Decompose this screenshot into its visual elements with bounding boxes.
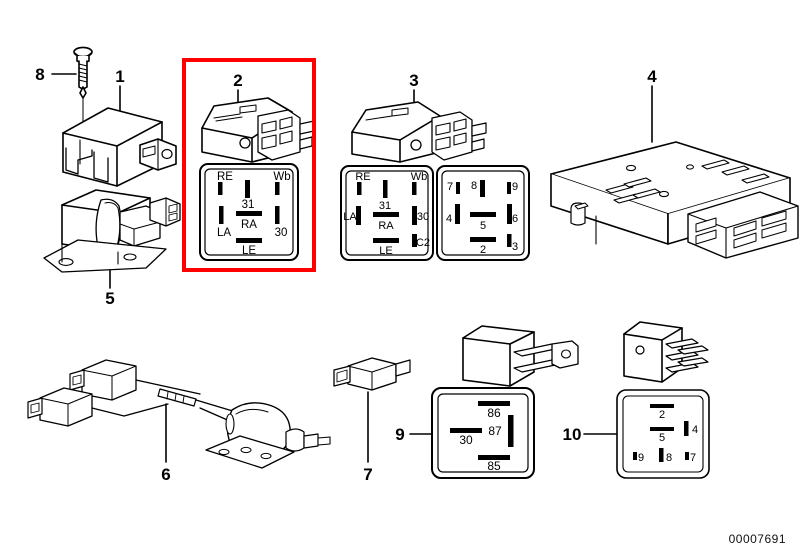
part-9-pin-diagram xyxy=(431,387,535,479)
callout-1: 1 xyxy=(115,67,124,86)
pin-label: 86 xyxy=(487,406,501,420)
part-5-bracket-relay xyxy=(43,189,181,289)
pin-label: RE xyxy=(355,171,370,183)
callout-6: 6 xyxy=(161,465,170,484)
pin-label: 30 xyxy=(417,211,429,223)
pin-label: 3 xyxy=(512,241,518,253)
pin-label: 31 xyxy=(379,200,391,212)
pin-label: RA xyxy=(241,219,257,231)
callout-3: 3 xyxy=(409,71,418,90)
part-7-connector xyxy=(333,357,411,463)
pin-label: 2 xyxy=(659,409,665,421)
pin-label: RE xyxy=(217,171,233,183)
part-3-relay xyxy=(351,89,487,163)
callout-10: 10 xyxy=(563,425,582,444)
pin-label: 31 xyxy=(242,199,255,211)
pin-label: 8 xyxy=(666,452,672,464)
pin-label: LA xyxy=(217,227,231,239)
pin-label: 7 xyxy=(690,452,696,464)
pin-label: 4 xyxy=(446,213,452,225)
pin-label: Wb xyxy=(273,171,290,183)
diagram-part-number: 00007691 xyxy=(728,532,786,546)
pin-label: 85 xyxy=(487,459,501,473)
callout-8: 8 xyxy=(35,65,44,84)
part-2-pin-diagram xyxy=(199,163,299,261)
pin-label: 87 xyxy=(488,424,502,438)
part-2-pin-labels: RE 31 Wb LA RA 30 LE xyxy=(217,171,291,257)
pin-label: 6 xyxy=(512,213,518,225)
pin-label: RA xyxy=(378,220,394,232)
part-10-pin-labels: 2 5 4 9 8 7 xyxy=(638,409,698,464)
part-10-pin-diagram xyxy=(616,389,710,479)
part-9-pin-labels: 86 30 87 85 xyxy=(459,406,502,473)
pin-label: LA xyxy=(343,211,357,223)
callout-7: 7 xyxy=(363,465,372,484)
part-10-relay-body xyxy=(583,321,709,435)
pin-label: 9 xyxy=(638,452,644,464)
callout-2: 2 xyxy=(233,71,242,90)
part-3-left-pin-labels: RE 31 Wb LA RA 30 LE C2 xyxy=(343,171,430,257)
pin-label: Wb xyxy=(411,171,428,183)
pin-label: LE xyxy=(379,245,392,257)
part-1-control-module xyxy=(62,85,177,187)
part-3-pin-diagram-right xyxy=(436,165,530,261)
part-3-pin-diagram-left xyxy=(340,165,434,261)
pin-label: C2 xyxy=(416,237,430,249)
pin-label: 30 xyxy=(459,433,473,447)
part-9-relay-body xyxy=(409,325,579,435)
pin-label: 5 xyxy=(659,432,665,444)
pin-label: 2 xyxy=(480,244,486,256)
pin-label: LE xyxy=(242,245,256,257)
part-6-wiring-harness xyxy=(27,359,331,469)
callout-5: 5 xyxy=(105,289,114,308)
part-3-right-pin-labels: 7 8 9 4 5 6 2 3 xyxy=(446,180,518,256)
pin-label: 8 xyxy=(471,180,477,192)
pin-label: 4 xyxy=(692,424,698,436)
pin-label: 9 xyxy=(512,181,518,193)
pin-label: 5 xyxy=(480,220,486,232)
callout-9: 9 xyxy=(395,425,404,444)
pin-label: 30 xyxy=(275,227,288,239)
callout-4: 4 xyxy=(647,67,657,86)
part-2-relay xyxy=(201,89,315,163)
pin-label: 7 xyxy=(447,181,453,193)
part-4-ecu xyxy=(550,85,799,259)
